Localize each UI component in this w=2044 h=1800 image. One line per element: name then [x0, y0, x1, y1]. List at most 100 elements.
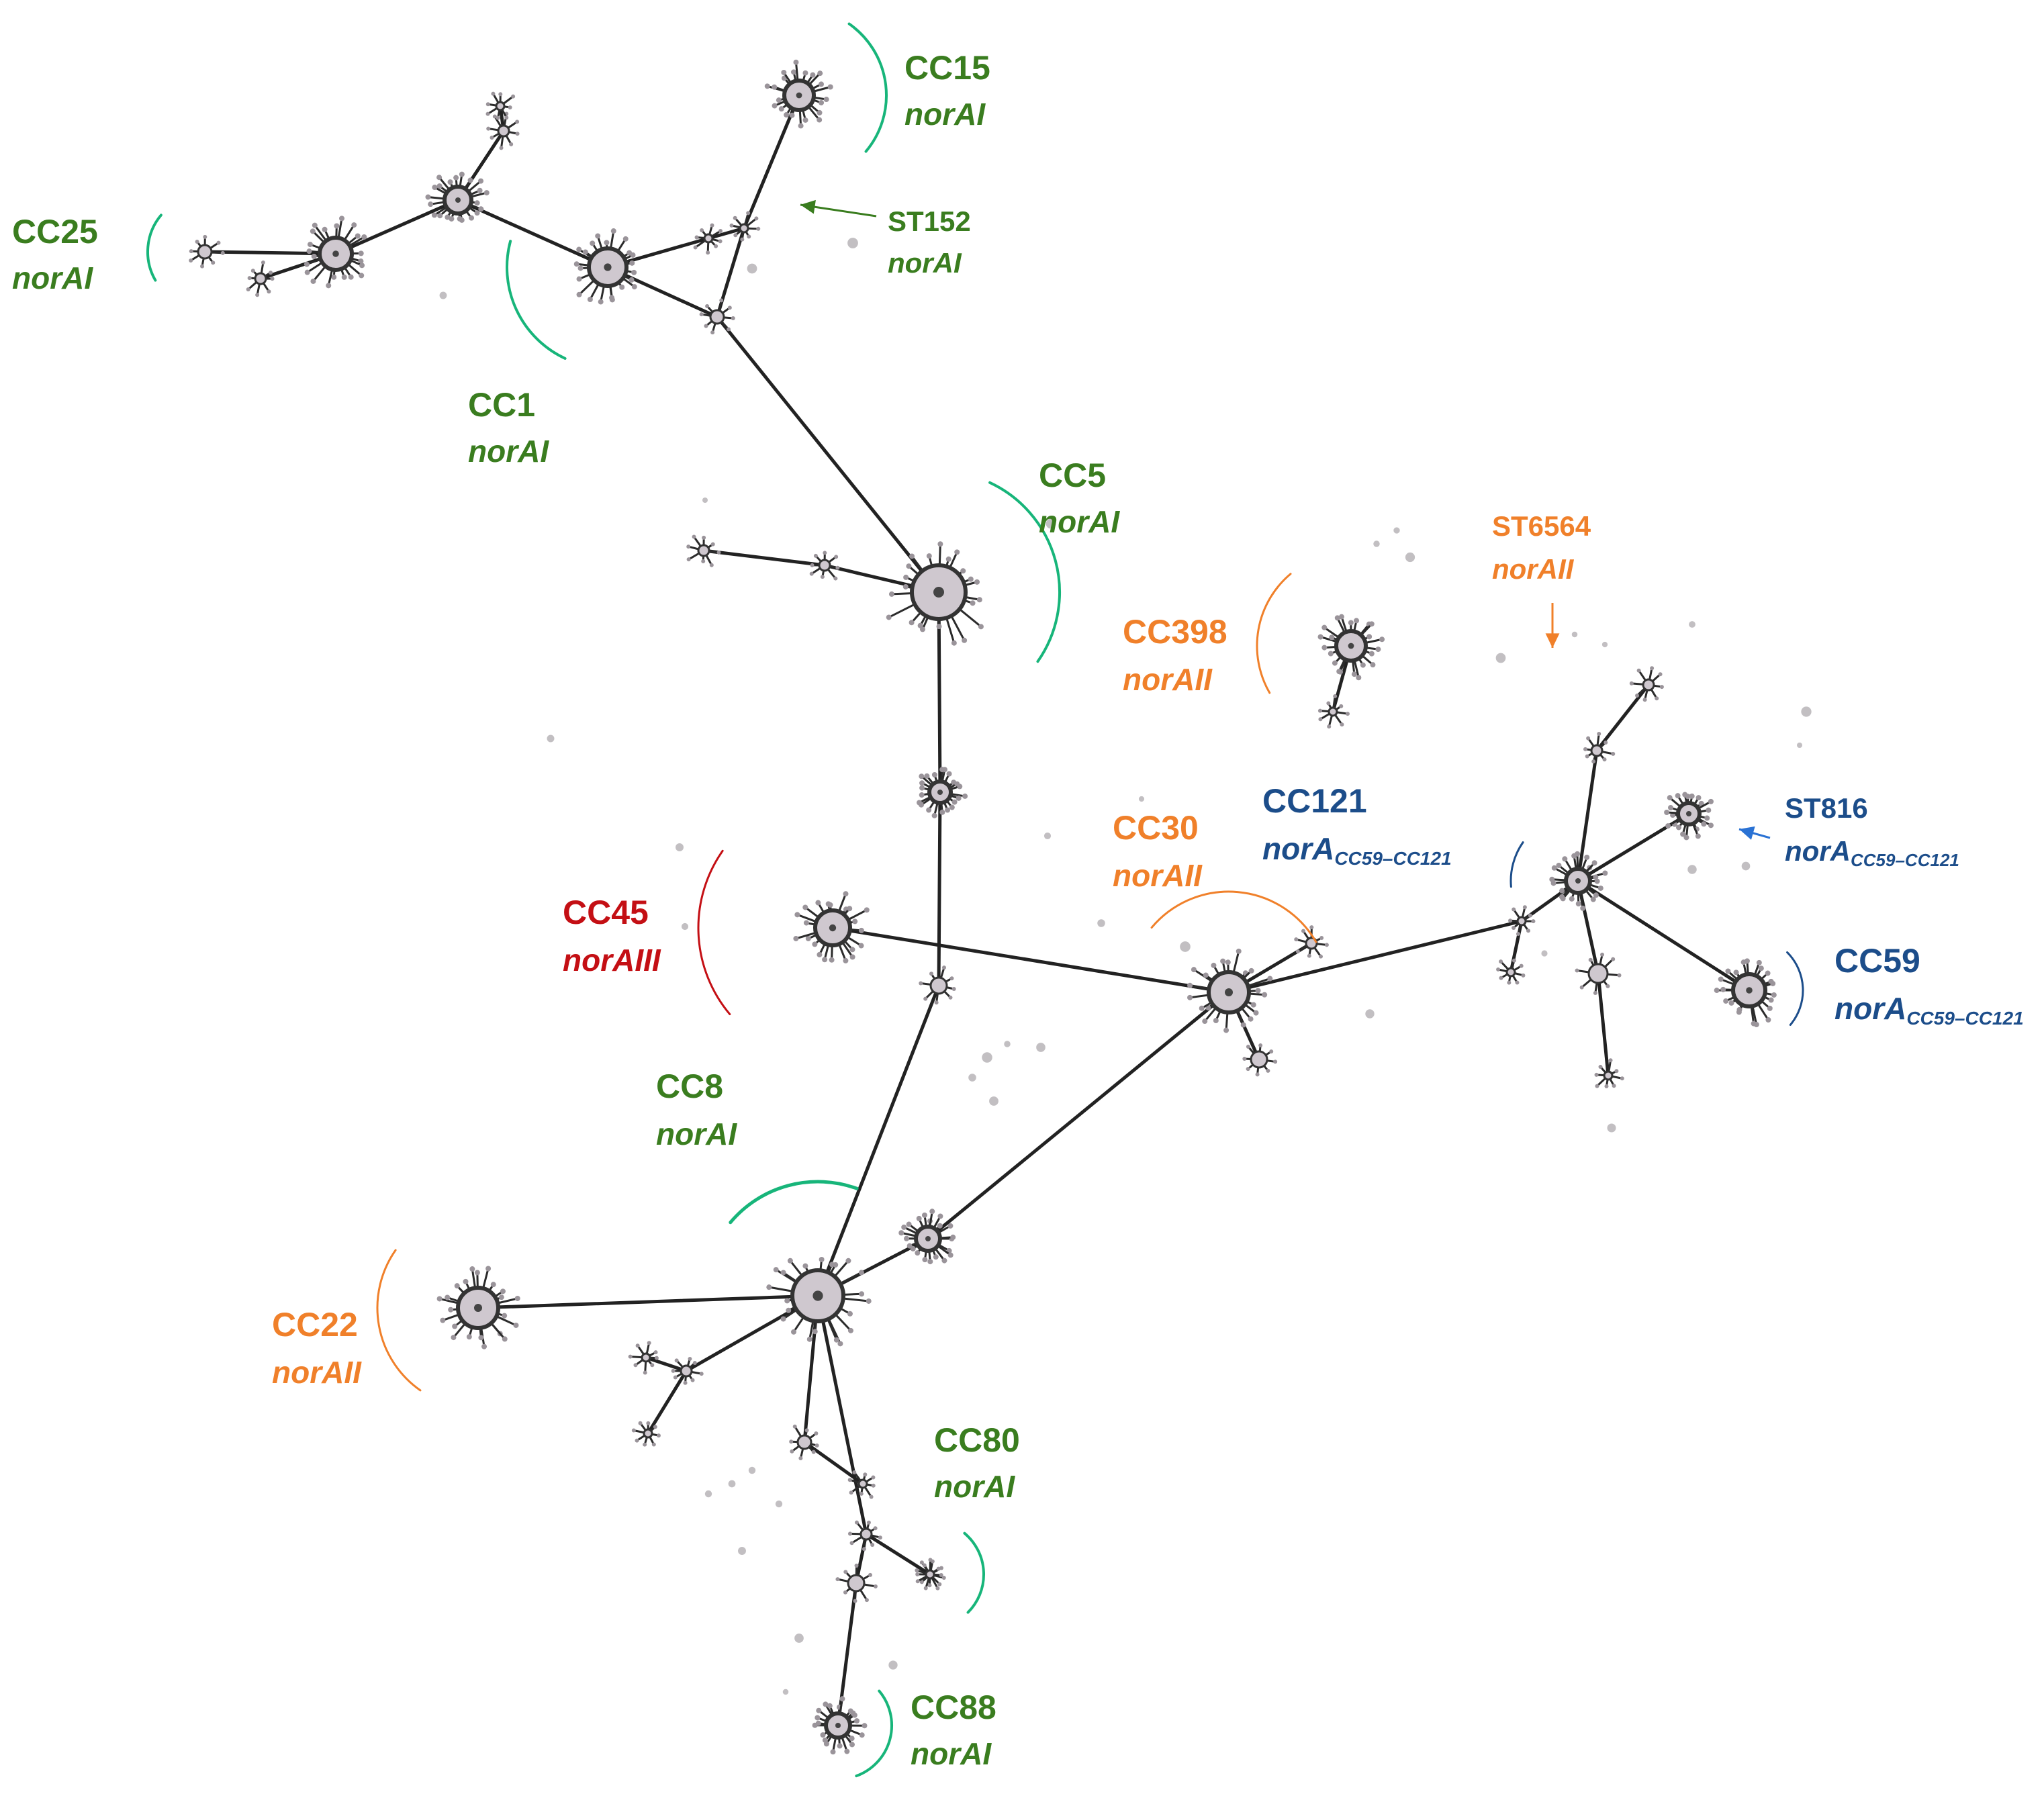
spike-tip	[322, 226, 328, 232]
spike-tip	[361, 234, 367, 240]
spike-tip	[1512, 958, 1516, 963]
spike-tip	[903, 574, 909, 580]
spike-tip	[812, 1329, 818, 1335]
spike-tip	[1499, 976, 1503, 980]
spike-tip	[1559, 894, 1565, 900]
label-cc8: CC8 norAI	[656, 1068, 737, 1151]
singleton-dot	[1741, 861, 1751, 871]
spike-tip	[451, 1335, 457, 1341]
cluster-bracket	[376, 1249, 422, 1392]
spike-tip	[1519, 963, 1524, 968]
singleton-dot	[681, 922, 689, 931]
spike-tip	[718, 229, 723, 234]
spike-tip	[216, 240, 221, 245]
singleton-dot	[1180, 941, 1191, 952]
spike-tip	[844, 1748, 850, 1754]
spike-tip	[847, 1478, 852, 1482]
spike-tip	[1549, 876, 1555, 882]
spike-tip	[778, 106, 784, 112]
spike-tip	[1223, 1027, 1229, 1033]
spike-tip	[870, 1543, 875, 1548]
spike-tip	[1512, 925, 1516, 930]
spike-tip	[949, 976, 954, 981]
spike-tip	[1301, 929, 1305, 933]
spike-tip	[643, 1370, 647, 1375]
spike-tip	[1187, 994, 1193, 1000]
label-cc59-gene-subscript: CC59–CC121	[1906, 1008, 2023, 1029]
label-cc398: CC398 norAII	[1123, 613, 1227, 697]
spike-tip	[1273, 1059, 1278, 1064]
spike-tip	[1321, 624, 1328, 630]
label-cc1-name: CC1	[468, 386, 535, 424]
spike-tip	[937, 1582, 942, 1586]
spike-tip	[1617, 973, 1622, 978]
spike-tip	[740, 237, 745, 242]
label-cc25-gene: norAI	[12, 260, 93, 295]
spike-tip	[1698, 800, 1704, 806]
spike-tip	[813, 553, 818, 558]
spike-tip	[941, 1576, 946, 1580]
spike-tip	[815, 900, 821, 906]
spike-tip	[629, 277, 635, 283]
spike-tip	[359, 263, 365, 269]
spike-tip	[773, 1267, 779, 1273]
singleton-dot	[738, 1547, 746, 1555]
spike-tip	[646, 1421, 651, 1425]
label-st152-gene: norAI	[888, 247, 962, 279]
spike-tip	[650, 1363, 655, 1368]
spike-tip	[1332, 660, 1338, 666]
singleton-dot	[704, 1490, 712, 1498]
tree-node	[641, 1352, 651, 1363]
spike-tip	[901, 1224, 907, 1230]
spike-tip	[804, 1428, 809, 1433]
tree-node	[739, 223, 749, 234]
spike-tip	[927, 1259, 933, 1265]
spike-tip	[888, 591, 894, 597]
spike-tip	[871, 1483, 876, 1488]
spike-tip	[843, 1570, 848, 1574]
spike-tip	[246, 287, 250, 291]
spike-tip	[490, 1282, 496, 1288]
spike-tip	[358, 250, 364, 256]
spike-tip	[699, 1372, 704, 1376]
spike-tip	[1317, 708, 1322, 713]
spike-tip	[794, 912, 800, 918]
spike-tip	[919, 780, 925, 786]
spike-tip	[812, 941, 818, 947]
singleton-dot	[1043, 832, 1052, 840]
spike-tip	[793, 59, 799, 65]
spike-tip	[719, 298, 724, 303]
spike-tip	[1594, 1072, 1599, 1077]
spike-tip	[1508, 918, 1513, 923]
spike-tip	[793, 935, 799, 941]
spike-tip	[1659, 685, 1664, 690]
node-center	[474, 1304, 482, 1312]
spike-tip	[509, 142, 514, 146]
node-center	[1575, 878, 1581, 884]
tree-node	[680, 1364, 693, 1378]
spike-tip	[1319, 935, 1324, 940]
cluster-bracket	[963, 1531, 985, 1614]
spike-tip	[810, 563, 815, 567]
spike-tip	[754, 216, 759, 221]
tree-edge	[706, 226, 746, 240]
spike-tip	[474, 200, 480, 206]
spike-tip	[1348, 620, 1354, 626]
singleton-dot	[1097, 919, 1105, 927]
spike-tip	[1262, 992, 1268, 998]
spike-tip	[203, 234, 207, 239]
tree-node	[1587, 963, 1609, 984]
spike-tip	[653, 1425, 657, 1429]
tree-nodes	[197, 79, 1767, 1740]
scattered-singleton-dots	[439, 238, 1812, 1695]
spike-tip	[1723, 998, 1729, 1004]
spike-tip	[817, 70, 823, 77]
spike-tip	[513, 1322, 519, 1328]
spike-tip	[706, 250, 710, 255]
spike-tip	[700, 228, 704, 232]
label-cc30: CC30 norAII	[1113, 809, 1203, 893]
spike-tip	[1770, 980, 1776, 986]
node-center	[812, 1290, 823, 1301]
spike-tip	[854, 1563, 859, 1568]
spike-tip	[962, 637, 968, 643]
